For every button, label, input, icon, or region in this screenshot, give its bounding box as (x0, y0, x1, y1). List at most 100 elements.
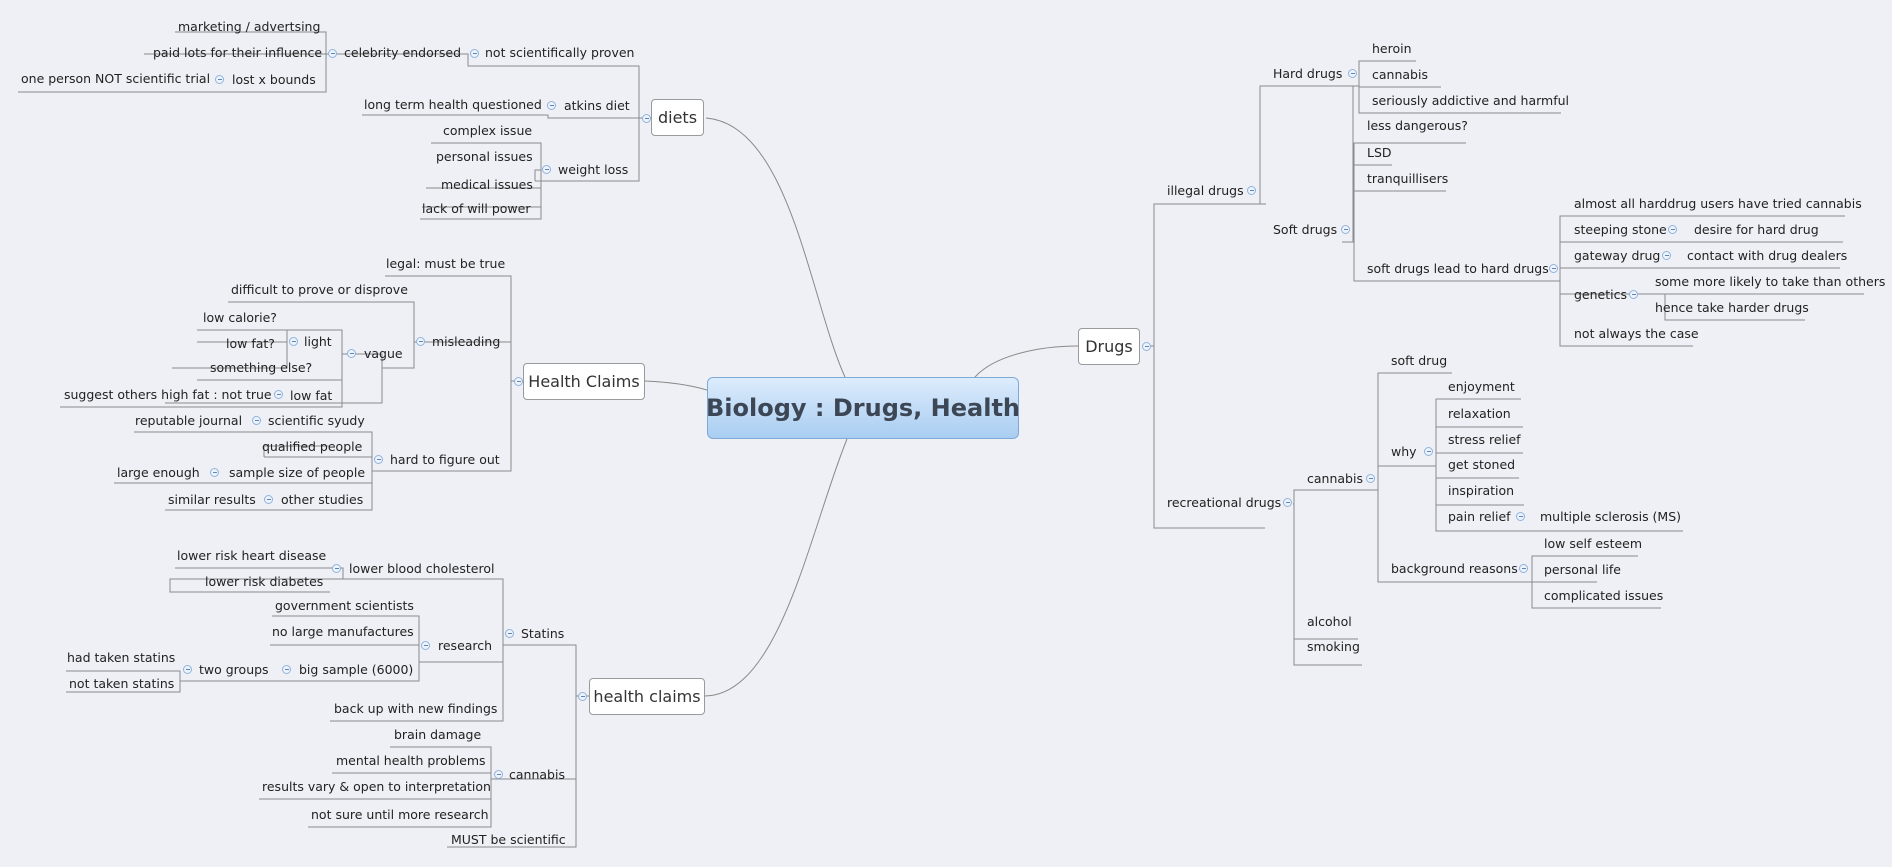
node-weight-loss[interactable]: weight loss (558, 162, 629, 177)
node-lower-risk-heart[interactable]: lower risk heart disease (177, 548, 327, 563)
node-something-else[interactable]: something else? (210, 360, 313, 375)
node-illegal-drugs[interactable]: illegal drugs (1167, 183, 1244, 198)
node-low-fat[interactable]: low fat (290, 388, 333, 403)
collapse-icon[interactable] (328, 49, 337, 58)
collapse-icon[interactable] (332, 564, 341, 573)
node-not-taken-statins[interactable]: not taken statins (69, 676, 175, 691)
node-low-fat-q[interactable]: low fat? (226, 336, 275, 351)
node-desire-for-hard-drug[interactable]: desire for hard drug (1694, 222, 1819, 237)
node-not-always[interactable]: not always the case (1574, 326, 1699, 341)
node-soft-drug[interactable]: soft drug (1391, 353, 1448, 368)
collapse-icon[interactable] (252, 416, 261, 425)
collapse-icon[interactable] (1668, 225, 1677, 234)
node-almost-all[interactable]: almost all harddrug users have tried can… (1574, 196, 1862, 211)
collapse-icon[interactable] (547, 101, 556, 110)
node-research[interactable]: research (438, 638, 493, 653)
collapse-icon[interactable] (374, 455, 383, 464)
collapse-icon[interactable] (1142, 342, 1151, 351)
node-lost-x-bounds[interactable]: lost x bounds (232, 72, 316, 87)
collapse-icon[interactable] (210, 468, 219, 477)
collapse-icon[interactable] (1549, 264, 1558, 273)
node-not-sure[interactable]: not sure until more research (311, 807, 489, 822)
collapse-icon[interactable] (514, 377, 523, 386)
node-mental-health[interactable]: mental health problems (336, 753, 486, 768)
node-no-large-manufactures[interactable]: no large manufactures (272, 624, 414, 639)
collapse-icon[interactable] (1516, 512, 1525, 521)
collapse-icon[interactable] (274, 390, 283, 399)
node-lsd[interactable]: LSD (1367, 145, 1392, 160)
collapse-icon[interactable] (1283, 498, 1292, 507)
node-light[interactable]: light (304, 334, 332, 349)
collapse-icon[interactable] (421, 641, 430, 650)
node-relaxation[interactable]: relaxation (1448, 406, 1511, 421)
node-gateway-drug[interactable]: gateway drug (1574, 248, 1661, 263)
node-personal-life[interactable]: personal life (1544, 562, 1621, 577)
node-multiple-sclerosis[interactable]: multiple sclerosis (MS) (1540, 509, 1682, 524)
node-not-scientifically-proven[interactable]: not scientifically proven (485, 45, 635, 60)
collapse-icon[interactable] (1424, 447, 1433, 456)
node-must-be-scientific[interactable]: MUST be scientific (451, 832, 566, 847)
node-genetics[interactable]: genetics (1574, 287, 1627, 302)
node-contact-drug-dealers[interactable]: contact with drug dealers (1687, 248, 1848, 263)
collapse-icon[interactable] (505, 629, 514, 638)
node-statins[interactable]: Statins (521, 626, 565, 641)
node-similar-results[interactable]: similar results (168, 492, 256, 507)
collapse-icon[interactable] (416, 337, 425, 346)
node-inspiration[interactable]: inspiration (1448, 483, 1515, 498)
node-paid-lots[interactable]: paid lots for their influence (153, 45, 323, 60)
node-some-more-likely[interactable]: some more likely to take than others (1655, 274, 1886, 289)
node-steeping-stone[interactable]: steeping stone (1574, 222, 1667, 237)
node-enjoyment[interactable]: enjoyment (1448, 379, 1515, 394)
node-soft-lead-to-hard[interactable]: soft drugs lead to hard drugs (1367, 261, 1549, 276)
node-misleading[interactable]: misleading (432, 334, 501, 349)
collapse-icon[interactable] (1662, 251, 1671, 260)
node-hence-harder[interactable]: hence take harder drugs (1655, 300, 1809, 315)
collapse-icon[interactable] (1629, 290, 1638, 299)
node-reputable-journal[interactable]: reputable journal (135, 413, 243, 428)
node-complicated-issues[interactable]: complicated issues (1544, 588, 1664, 603)
node-smoking[interactable]: smoking (1307, 639, 1360, 654)
collapse-icon[interactable] (578, 692, 587, 701)
node-suggest-others-high-fat[interactable]: suggest others high fat : not true (64, 387, 272, 402)
node-why[interactable]: why (1391, 444, 1417, 459)
node-long-term-health[interactable]: long term health questioned (364, 97, 542, 112)
collapse-icon[interactable] (1366, 474, 1375, 483)
node-two-groups[interactable]: two groups (199, 662, 269, 677)
topic-diets[interactable]: diets (651, 99, 704, 136)
node-hard-drugs[interactable]: Hard drugs (1273, 66, 1343, 81)
node-one-person[interactable]: one person NOT scientific trial (21, 71, 211, 86)
node-vague[interactable]: vague (364, 346, 403, 361)
collapse-icon[interactable] (215, 75, 224, 84)
node-hard-to-figure-out[interactable]: hard to figure out (390, 452, 500, 467)
node-heroin[interactable]: heroin (1372, 41, 1412, 56)
node-less-dangerous[interactable]: less dangerous? (1367, 118, 1468, 133)
node-cannabis-hard[interactable]: cannabis (1372, 67, 1428, 82)
node-cannabis-claims[interactable]: cannabis (509, 767, 565, 782)
node-seriously-addictive[interactable]: seriously addictive and harmful (1372, 93, 1570, 108)
node-pain-relief[interactable]: pain relief (1448, 509, 1511, 524)
node-results-vary[interactable]: results vary & open to interpretation (262, 779, 491, 794)
node-cannabis-recreational[interactable]: cannabis (1307, 471, 1363, 486)
node-back-up-findings[interactable]: back up with new findings (334, 701, 498, 716)
node-had-taken-statins[interactable]: had taken statins (67, 650, 176, 665)
collapse-icon[interactable] (1247, 186, 1256, 195)
node-alcohol[interactable]: alcohol (1307, 614, 1352, 629)
node-scientific-syudy[interactable]: scientific syudy (268, 413, 365, 428)
collapse-icon[interactable] (1348, 69, 1357, 78)
collapse-icon[interactable] (289, 337, 298, 346)
central-topic[interactable]: Biology : Drugs, Health (706, 377, 1020, 439)
node-large-enough[interactable]: large enough (117, 465, 200, 480)
collapse-icon[interactable] (347, 349, 356, 358)
node-big-sample[interactable]: big sample (6000) (299, 662, 414, 677)
collapse-icon[interactable] (264, 495, 273, 504)
node-complex-issue[interactable]: complex issue (443, 123, 533, 138)
node-low-self-esteem[interactable]: low self esteem (1544, 536, 1643, 551)
collapse-icon[interactable] (642, 114, 651, 123)
node-difficult-to-prove[interactable]: difficult to prove or disprove (231, 282, 408, 297)
node-other-studies[interactable]: other studies (281, 492, 364, 507)
collapse-icon[interactable] (542, 165, 551, 174)
node-qualified-people[interactable]: qualified people (262, 439, 363, 454)
node-soft-drugs[interactable]: Soft drugs (1273, 222, 1338, 237)
node-personal-issues[interactable]: personal issues (436, 149, 533, 164)
node-get-stoned[interactable]: get stoned (1448, 457, 1516, 472)
